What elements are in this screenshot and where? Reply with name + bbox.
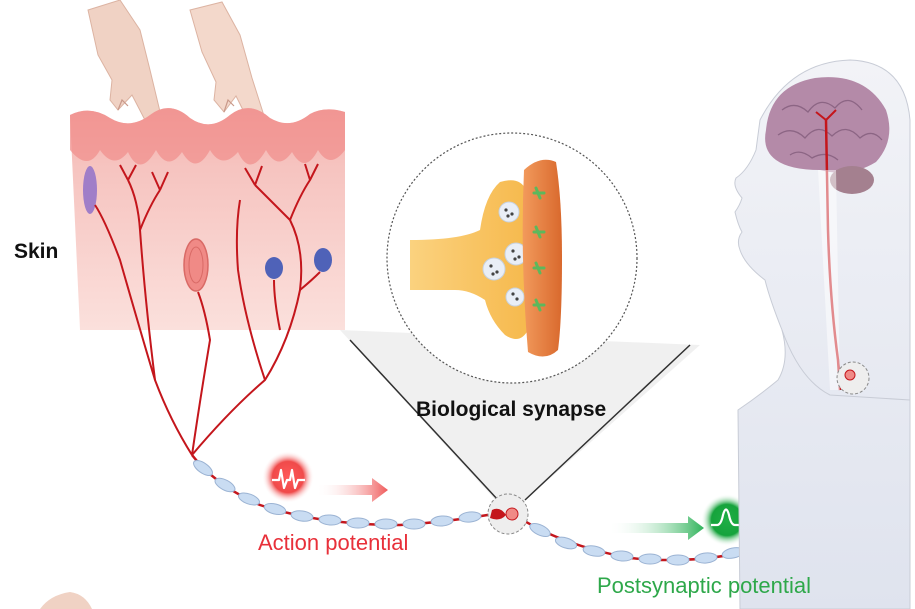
action-arrow bbox=[316, 478, 388, 502]
synapse-junction bbox=[487, 493, 529, 535]
meissner-corpuscle bbox=[83, 166, 97, 214]
myelin-sheath-presynaptic bbox=[193, 459, 482, 530]
skin-label: Skin bbox=[14, 240, 59, 263]
postsynaptic-potential-signal bbox=[608, 494, 753, 546]
partial-hand-icon bbox=[40, 592, 92, 609]
synapse-label: Biological synapse bbox=[416, 398, 607, 421]
zoom-lines bbox=[349, 339, 691, 501]
synapse-zoom-circle bbox=[386, 132, 638, 384]
zoom-shading bbox=[340, 330, 700, 505]
spinal-cord bbox=[818, 170, 840, 390]
postsynaptic-potential-label: Postsynaptic potential bbox=[597, 573, 812, 598]
human-head bbox=[734, 59, 911, 609]
merkel-cell-right bbox=[314, 248, 332, 272]
action-potential-label: Action potential bbox=[258, 530, 409, 555]
merkel-cell-left bbox=[265, 257, 283, 279]
left-hand-icon bbox=[87, 0, 163, 131]
peak-wave-icon bbox=[711, 508, 743, 527]
presynaptic-terminal bbox=[410, 180, 528, 339]
postsynaptic-arrow bbox=[608, 516, 704, 540]
action-potential-signal bbox=[262, 451, 388, 503]
skin-block bbox=[70, 108, 345, 330]
synaptic-vesicles bbox=[482, 201, 528, 307]
receptors bbox=[532, 186, 546, 312]
spike-pulse-icon bbox=[272, 468, 305, 490]
corpuscle-ring bbox=[188, 246, 204, 284]
sensory-nerve-fibers bbox=[94, 163, 321, 456]
pacinian-corpuscle bbox=[183, 238, 209, 292]
brain-folds bbox=[777, 99, 883, 161]
postsynaptic-membrane bbox=[522, 159, 562, 357]
cerebellum bbox=[830, 166, 874, 194]
